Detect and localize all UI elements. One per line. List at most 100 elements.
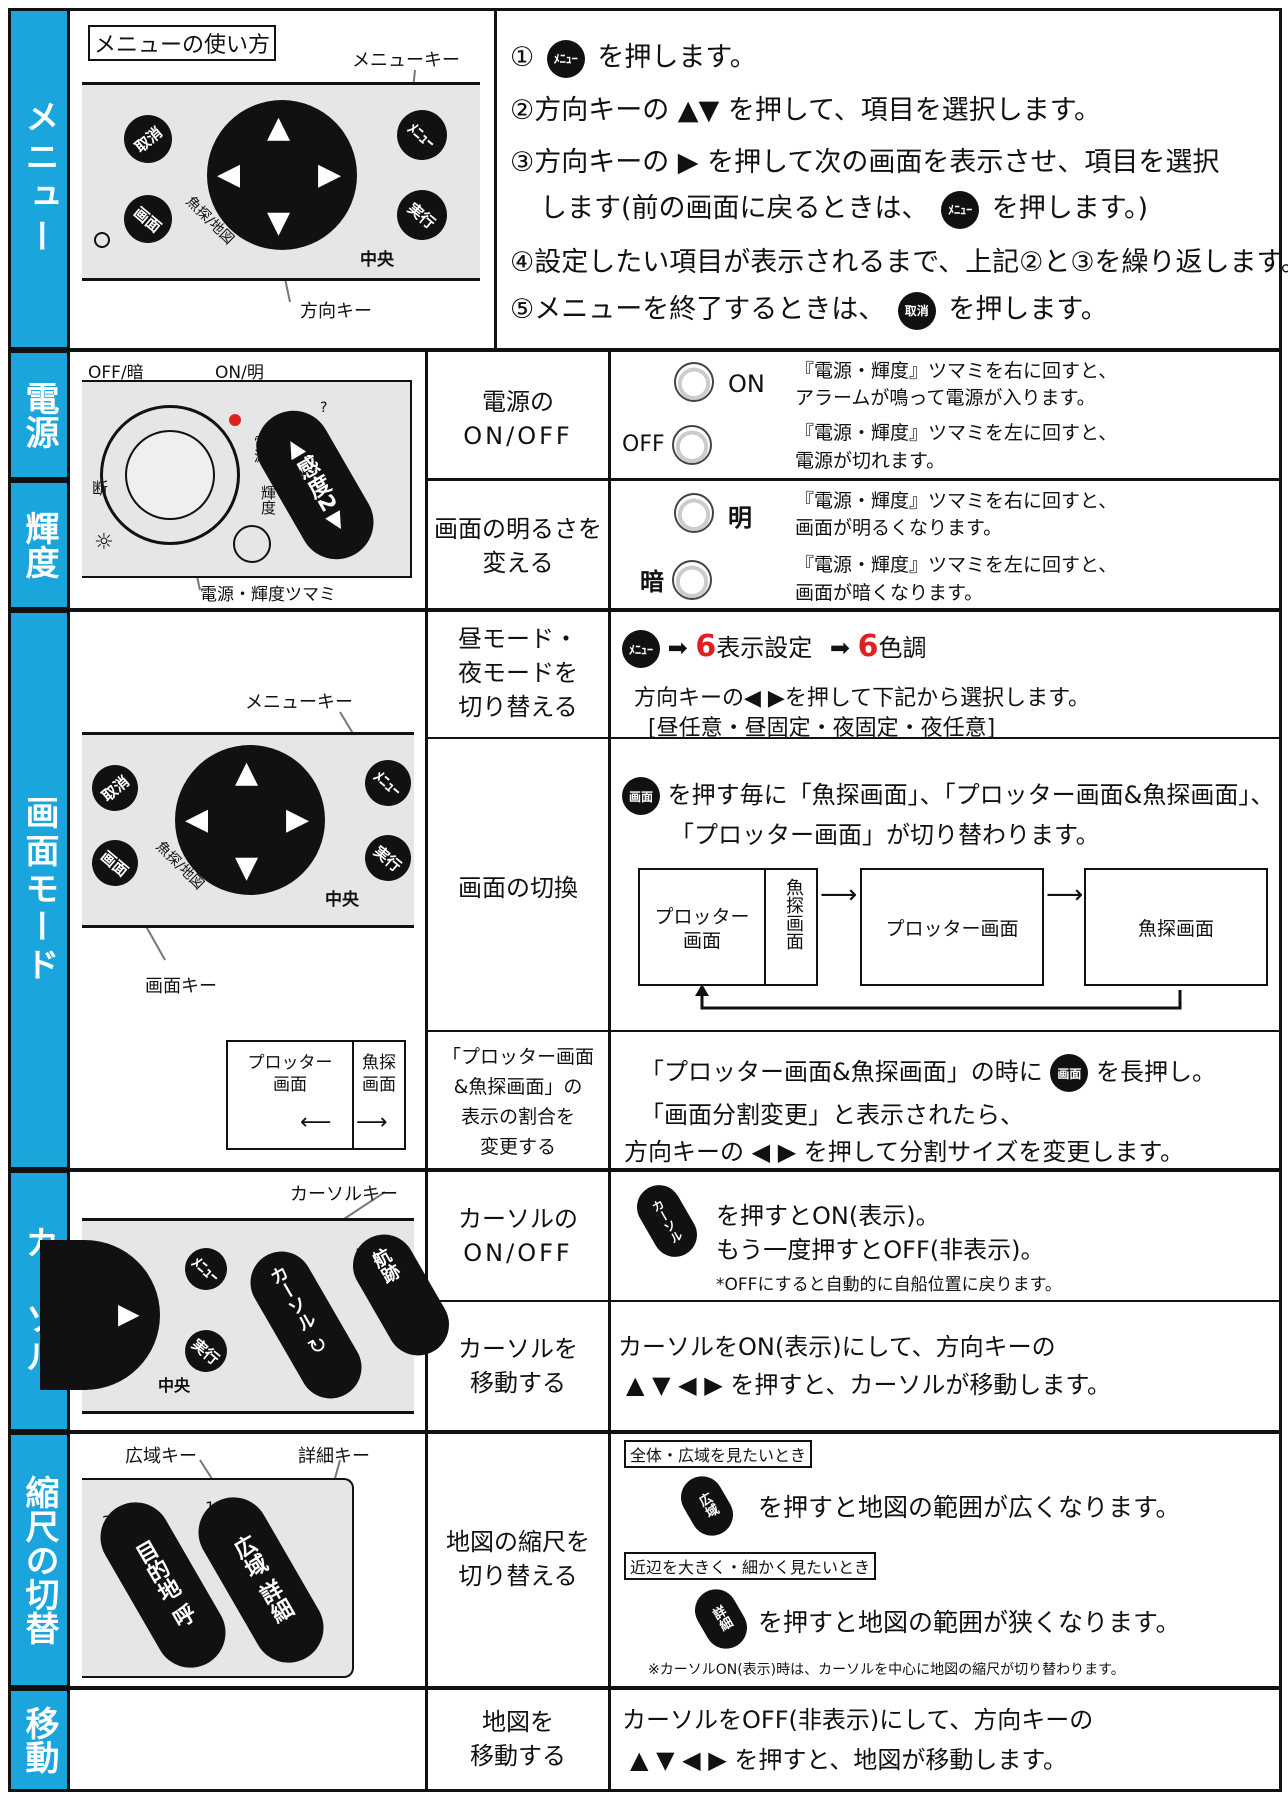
zoom-button[interactable]	[233, 525, 271, 563]
section-label-screen-mode: 画面モード	[8, 610, 70, 1170]
power-off-desc1: 『電源・輝度』ツマミを左に回すと、	[795, 422, 1118, 444]
power-knob-inner	[125, 430, 215, 520]
scale-wide-desc: を押すと地図の範囲が広くなります。	[758, 1493, 1181, 1522]
wide-key-label: 広域	[226, 1531, 271, 1583]
knob-dark-icon	[672, 560, 712, 600]
dpad-up-icon[interactable]: ▲	[267, 110, 291, 145]
off-caption: OFF	[622, 432, 665, 457]
hline-scale-bottom	[70, 1686, 1282, 1690]
switch-desc1-text: を押す毎に「魚探画面」、「プロッター画面&魚探画面」、	[667, 781, 1275, 809]
screen-direction-pad[interactable]	[175, 745, 325, 895]
question-mark: ?	[320, 400, 328, 416]
ratio-plotter-label: プロッター 画面	[247, 1053, 333, 1095]
scale-title: 地図の縮尺を 切り替える	[428, 1525, 608, 1593]
tag-wide: 全体・広域を見たいとき	[624, 1440, 813, 1468]
border-bottom	[70, 1789, 1282, 1792]
menu-step4: ④設定したい項目が表示されるまで、上記②と③を繰り返します。	[510, 247, 1288, 278]
ratio-desc2: 「画面分割変更」と表示されたら、	[640, 1101, 1024, 1129]
dpad-right-icon[interactable]: ▶	[318, 157, 342, 192]
call-key-label: 呼	[165, 1601, 199, 1633]
menu-howto-title: メニューの使い方	[88, 25, 277, 61]
sun-icon: ☼	[94, 530, 114, 555]
path-num2: 6	[857, 629, 879, 664]
off-dark-caption: OFF/暗	[88, 363, 144, 383]
switch-title: 画面の切換	[458, 874, 578, 902]
hline-power-bottom	[425, 478, 1282, 481]
daynight-title: 昼モード・ 夜モードを 切り替える	[428, 622, 608, 724]
dark-desc2: 画面が暗くなります。	[795, 582, 984, 604]
path-text2: 色調	[878, 634, 927, 662]
ratio-desc3: 方向キーの ◀ ▶ を押して分割サイズを変更します。	[624, 1138, 1184, 1166]
cursor-onoff-line1: カーソルの	[458, 1205, 578, 1233]
cursor-move-line2: 移動する	[470, 1369, 566, 1397]
screen-dpad-left-icon[interactable]: ◀	[185, 802, 209, 837]
ratio-title-line3: 表示の割合を	[460, 1106, 575, 1128]
screen-menu-key-caption: メニューキー	[245, 692, 353, 713]
power-on-desc2: アラームが鳴って電源が入ります。	[795, 387, 1096, 409]
diagram-arrow1-icon: ⟶	[820, 880, 858, 910]
screen-dpad-right-icon[interactable]: ▶	[286, 802, 310, 837]
diagram-plotter-small: プロッター 画面	[654, 906, 750, 952]
dpad-down-icon[interactable]: ▼	[267, 205, 291, 240]
section-label-menu: メニュー	[8, 8, 70, 350]
cursor-onoff-title: カーソルの ON/OFF	[428, 1202, 608, 1270]
label-text: 移動	[19, 1706, 60, 1774]
brightness-title-line2: 変える	[482, 549, 554, 577]
power-knob[interactable]	[100, 405, 240, 545]
bright-caption: 明	[728, 504, 752, 532]
led-indicator	[94, 232, 110, 248]
cursor-num5: 5	[355, 1245, 366, 1264]
hline-bright-bottom	[70, 608, 1282, 612]
step1-text: を押します。	[597, 42, 757, 73]
dark-desc1: 『電源・輝度』ツマミを左に回すと、	[795, 554, 1118, 576]
ratio-left-arrow-icon: ⟵	[300, 1110, 332, 1135]
cursor-key-label: カーソル	[264, 1262, 319, 1336]
navi-key-label: 航跡	[366, 1245, 404, 1288]
ratio-fish-label: 魚探 画面	[362, 1053, 396, 1095]
screen-key-icon: 画面	[622, 777, 660, 815]
screen-dpad-up-icon[interactable]: ▲	[235, 755, 259, 790]
ratio-title-line1: 「プロッター画面	[441, 1046, 594, 1068]
daynight-line1: 昼モード・	[458, 625, 578, 653]
detail-key-icon-label: 詳細	[708, 1603, 734, 1635]
bright-word: 輝度	[259, 485, 277, 515]
path-num1: 6	[695, 629, 717, 664]
cursor-move-title: カーソルを 移動する	[428, 1332, 608, 1400]
cursor-onoff-line2: ON/OFF	[463, 1239, 573, 1267]
dark-caption: 暗	[640, 568, 664, 596]
step3b-text-b: を押します。)	[991, 193, 1149, 224]
label-text: 輝度	[19, 511, 60, 579]
dpad-left-icon[interactable]: ◀	[217, 157, 241, 192]
daynight-line3: 切り替える	[458, 693, 578, 721]
power-title-line1: 電源の	[482, 388, 554, 416]
brightness-title: 画面の明るさを 変える	[428, 512, 608, 580]
hline-menu-bottom	[70, 348, 1282, 352]
ratio-title: 「プロッター画面 &魚探画面」の 表示の割合を 変更する	[428, 1042, 608, 1162]
num-7: 7	[168, 1645, 179, 1664]
on-caption: ON	[728, 370, 765, 398]
section-label-brightness: 輝度	[8, 480, 70, 610]
ratio-right-arrow-icon: ⟶	[356, 1110, 388, 1135]
step3b-text-a: します(前の画面に戻るときは、	[540, 193, 929, 224]
cursor-dpad-partial[interactable]	[40, 1240, 160, 1390]
dir-key-caption: 方向キー	[300, 301, 372, 322]
power-title-line2: ON/OFF	[463, 422, 573, 450]
bright-desc1: 『電源・輝度』ツマミを右に回すと、	[795, 490, 1118, 512]
cursor-dpad-right-icon[interactable]: ▶	[118, 1297, 140, 1330]
menu-step2: ②方向キーの ▲▼ を押して、項目を選択します。	[510, 95, 1102, 126]
dest-key-label: 目的地	[128, 1536, 184, 1607]
label-text: 縮尺の切替	[19, 1475, 60, 1645]
brightness-title-line1: 画面の明るさを	[434, 515, 602, 543]
power-title: 電源の ON/OFF	[428, 385, 608, 453]
scale-title-line1: 地図の縮尺を	[446, 1528, 590, 1556]
direction-pad[interactable]	[207, 100, 357, 250]
daynight-desc2: [昼任意・昼固定・夜固定・夜任意]	[648, 716, 996, 741]
center-caption: 中央	[360, 250, 394, 270]
ratio-divider	[352, 1040, 354, 1150]
screen-dpad-down-icon[interactable]: ▼	[235, 850, 259, 885]
num-1: 1	[205, 1498, 216, 1517]
cursor-off-desc: もう一度押すとOFF(非表示)。	[716, 1236, 1045, 1264]
cursor-note: *OFFにすると自動的に自船位置に戻ります。	[716, 1275, 1062, 1295]
switch-desc2: 「プロッター画面」が切り替わります。	[670, 821, 1100, 849]
